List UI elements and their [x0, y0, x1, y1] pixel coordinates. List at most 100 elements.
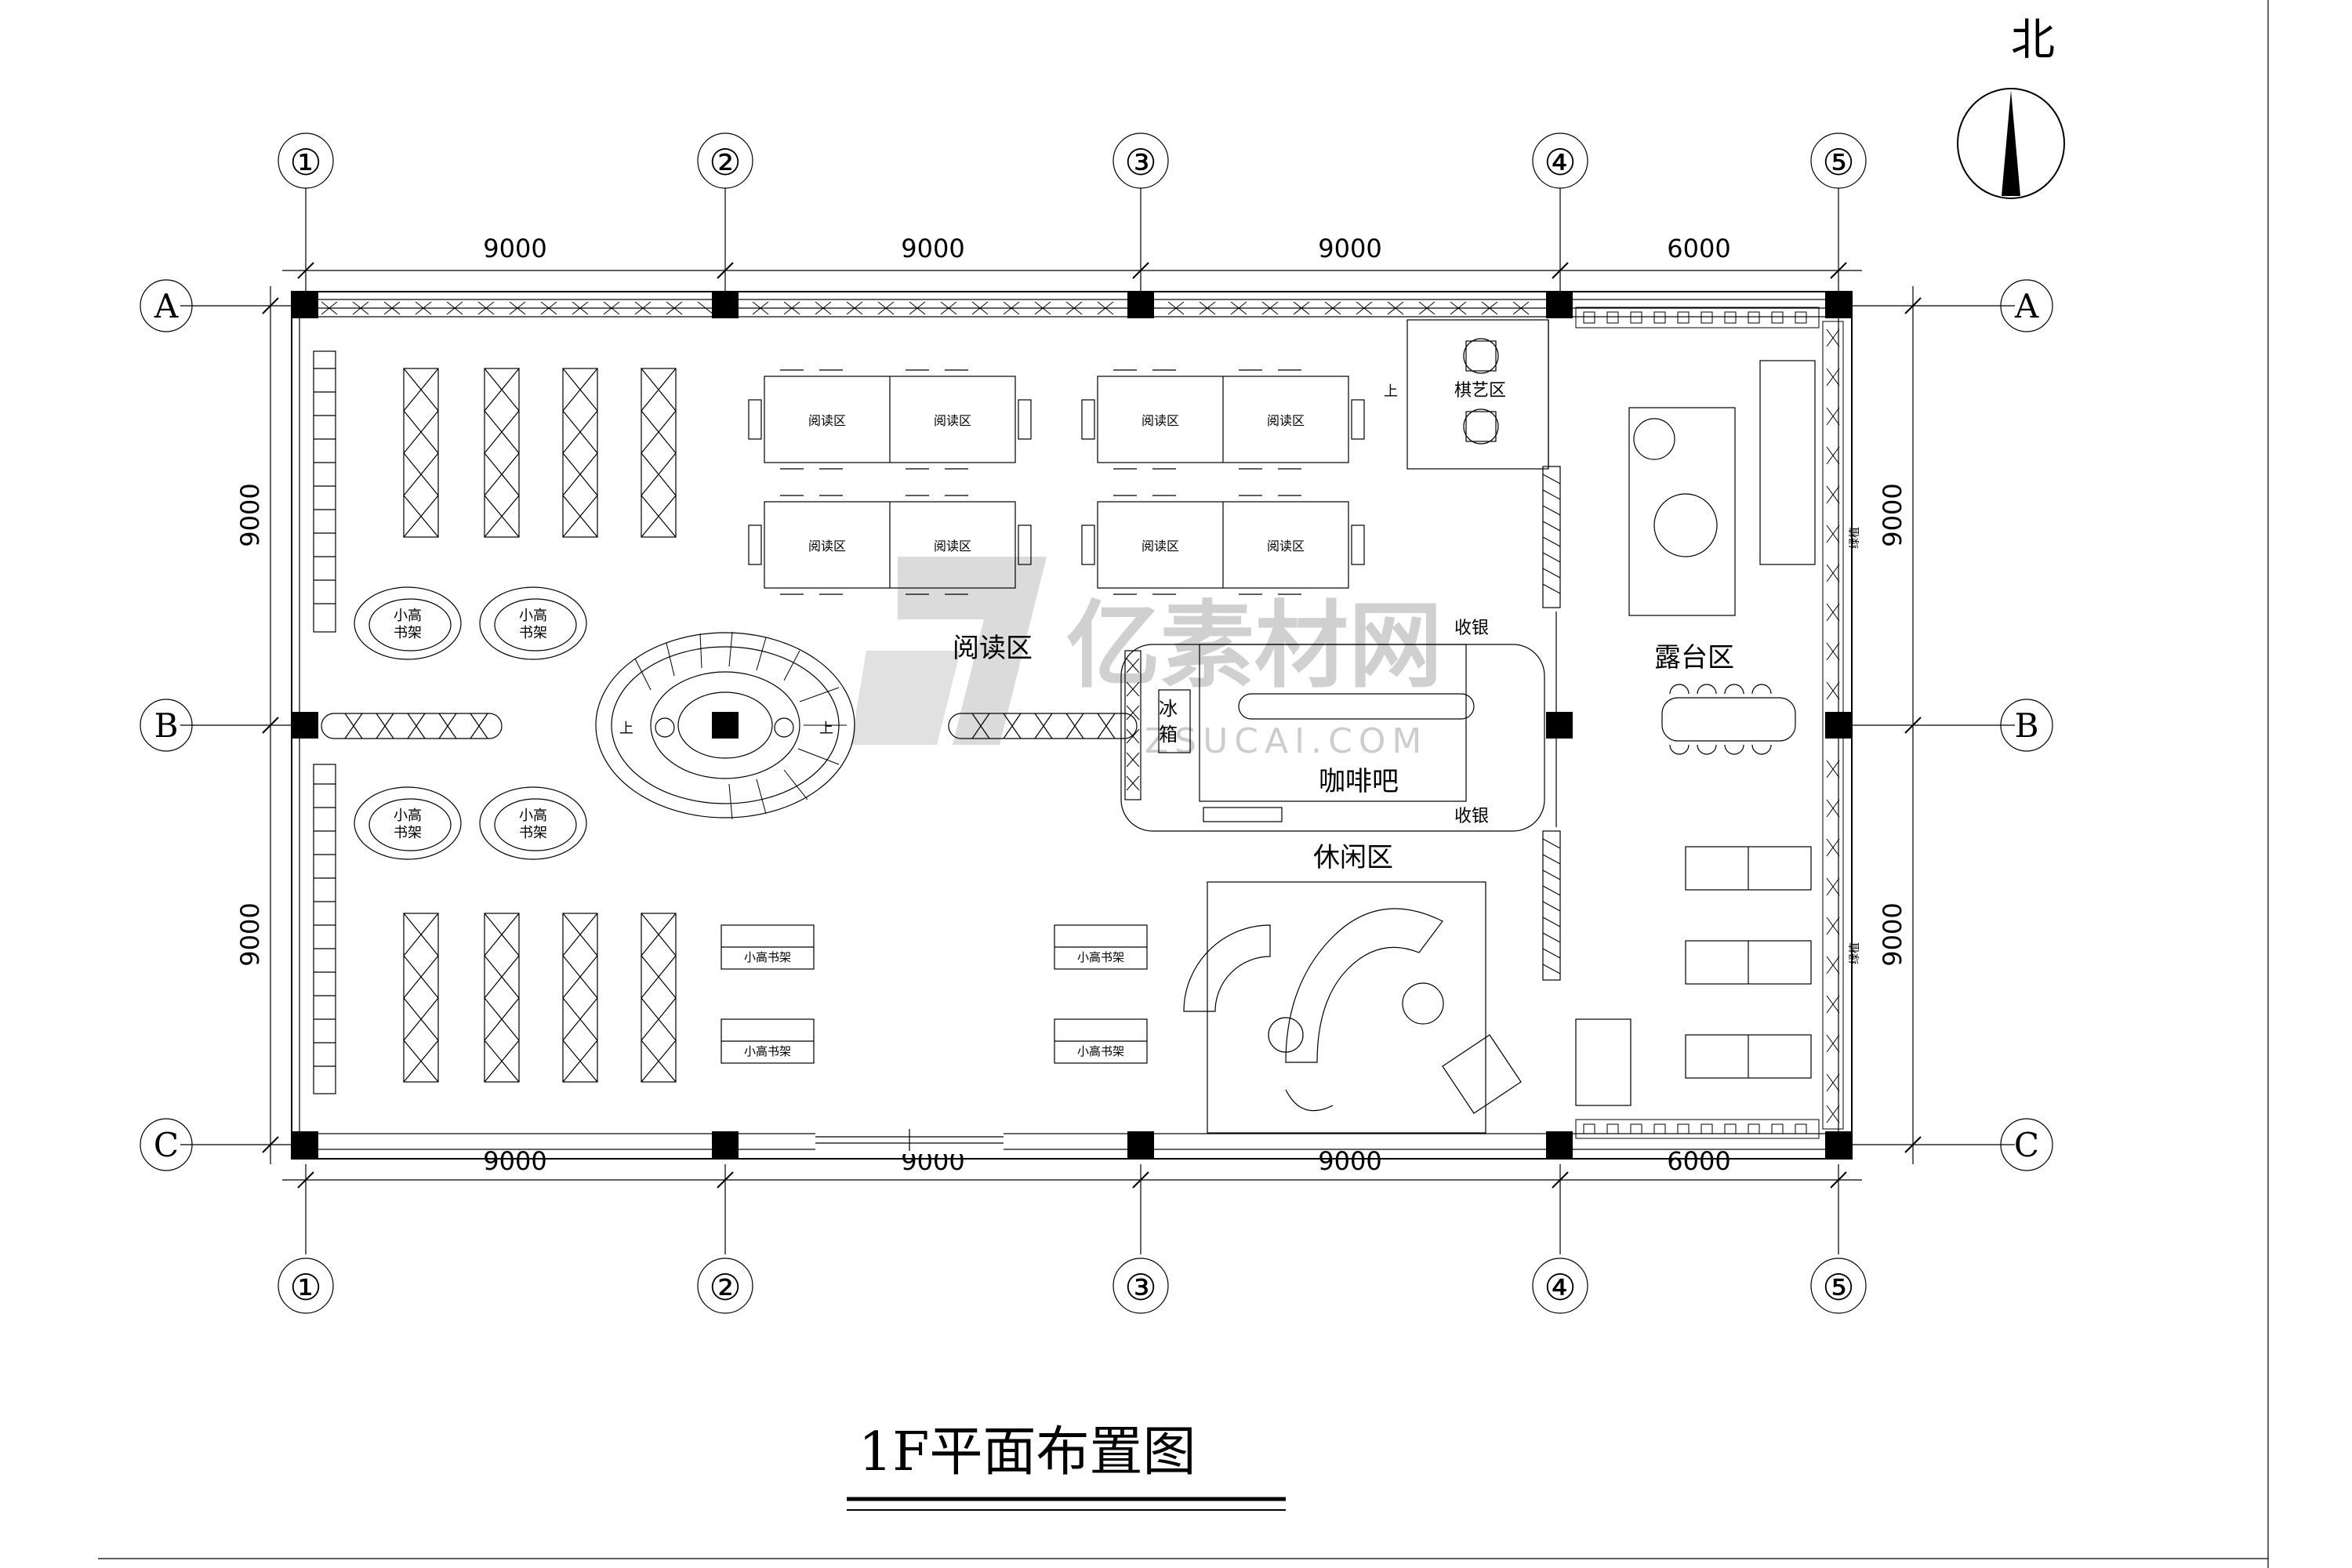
- fridge-label-2: 箱: [1159, 724, 1178, 746]
- svg-text:小高: 小高: [394, 808, 422, 824]
- zone-label-chess: 棋艺区: [1454, 381, 1506, 401]
- grid-bubble-col-5-top: ⑤: [1810, 132, 1867, 189]
- watermark-url: ZSUCAI.COM: [1145, 721, 1428, 761]
- dim-top-2: 9000: [901, 234, 964, 263]
- grid-bubble-row-c-left: C: [140, 1118, 193, 1171]
- terrace-planters: [1575, 307, 1844, 1139]
- grid-bubble-col-1-top: ①: [278, 132, 334, 189]
- svg-text:书架: 书架: [394, 625, 422, 641]
- structural-columns: [292, 292, 1852, 1158]
- svg-text:阅读区: 阅读区: [1267, 413, 1305, 428]
- svg-text:①: ①: [289, 1266, 321, 1308]
- svg-text:小高书架: 小高书架: [1077, 1044, 1124, 1058]
- dim-bottom-4: 6000: [1667, 1146, 1730, 1176]
- svg-text:小高: 小高: [519, 608, 547, 624]
- reading-table-3: 阅读区 阅读区: [748, 495, 1032, 595]
- leisure-lounge: [1183, 881, 1522, 1134]
- small-shelf-nw-2: 小高 书架: [479, 586, 587, 660]
- dim-left-1: 9000: [235, 483, 265, 546]
- svg-text:②: ②: [709, 141, 741, 183]
- dim-left-2: 9000: [235, 902, 265, 966]
- svg-text:小高书架: 小高书架: [744, 1044, 791, 1058]
- drawing-title-block: 1F平面布置图: [847, 1421, 1286, 1511]
- low-bookshelves: 小高书架 小高书架 小高书架 小高书架: [720, 924, 1148, 1064]
- svg-text:阅读区: 阅读区: [934, 539, 971, 554]
- reading-table-2: 阅读区 阅读区: [1081, 369, 1365, 470]
- svg-text:阅读区: 阅读区: [808, 413, 846, 428]
- central-spiral-stair: 上 上: [595, 631, 855, 820]
- terrace-furniture: [1575, 360, 1816, 1106]
- svg-text:书架: 书架: [519, 825, 547, 841]
- zone-label-cafe: 咖啡吧: [1319, 766, 1399, 797]
- planter-label-1: 绿植: [1849, 527, 1861, 549]
- stair-up-mark-left: 上: [619, 720, 633, 737]
- svg-text:④: ④: [1544, 1266, 1576, 1308]
- dimension-ticks: [262, 262, 1922, 1189]
- grid-bubble-row-a-right: A: [2000, 279, 2053, 332]
- north-label: 北: [2011, 15, 2055, 66]
- dim-right-1: 9000: [1878, 483, 1907, 546]
- bookshelf-row-south: [403, 913, 677, 1083]
- chess-up-mark: 上: [1384, 383, 1398, 400]
- reading-tables: 阅读区 阅读区 阅读区 阅读区 阅读区 阅读区 阅读区 阅读区: [748, 369, 1365, 595]
- planter-label-2: 绿植: [1849, 942, 1861, 964]
- low-shelf-1: 小高书架: [720, 924, 815, 970]
- svg-text:③: ③: [1124, 141, 1156, 183]
- svg-text:⑤: ⑤: [1822, 1266, 1854, 1308]
- reading-table-4: 阅读区 阅读区: [1081, 495, 1365, 595]
- fridge-label-1: 冰: [1159, 698, 1178, 720]
- svg-text:小高: 小高: [394, 608, 422, 624]
- svg-text:小高: 小高: [519, 808, 547, 824]
- small-shelf-nw-1: 小高 书架: [354, 586, 462, 660]
- dim-right-2: 9000: [1878, 902, 1907, 966]
- small-shelf-sw-2: 小高 书架: [479, 786, 587, 860]
- cashier-label-top: 收银: [1454, 619, 1489, 638]
- grid-lines: [180, 188, 2015, 1254]
- low-shelf-3: 小高书架: [720, 1018, 815, 1064]
- watermark: 亿素材网 ZSUCAI.COM: [851, 557, 1443, 761]
- svg-text:阅读区: 阅读区: [1142, 413, 1179, 428]
- cafe-bar: 冰 箱 收银 收银: [1120, 619, 1545, 832]
- svg-text:阅读区: 阅读区: [808, 539, 846, 554]
- cashier-label-bottom: 收银: [1454, 807, 1489, 826]
- wall-bookshelf-south: [313, 764, 336, 1094]
- north-arrow-icon: [2002, 90, 2020, 196]
- grid-bubble-row-c-right: C: [2000, 1118, 2053, 1171]
- dim-top-1: 9000: [483, 234, 546, 263]
- terrace-planter-labels: 绿植 绿植: [1849, 527, 1861, 964]
- grid-bubble-col-4-bottom: ④: [1532, 1258, 1588, 1314]
- grid-bubble-row-b-right: B: [2000, 699, 2053, 752]
- watermark-brand: 亿素材网: [1066, 592, 1443, 701]
- svg-text:阅读区: 阅读区: [1267, 539, 1305, 554]
- small-shelf-sw-1: 小高 书架: [354, 786, 462, 860]
- dim-top-3: 9000: [1318, 234, 1381, 263]
- stair-up-mark-right: 上: [819, 720, 833, 737]
- zone-label-leisure: 休闲区: [1313, 842, 1393, 873]
- grid-bubble-col-3-top: ③: [1112, 132, 1169, 189]
- svg-text:阅读区: 阅读区: [1142, 539, 1179, 554]
- reading-table-1: 阅读区 阅读区: [748, 369, 1032, 470]
- zone-label-terrace: 露台区: [1654, 642, 1734, 673]
- watermark-logo: [851, 557, 1047, 745]
- zone-labels: 阅读区 咖啡吧 休闲区 露台区: [953, 633, 1734, 873]
- low-shelf-2: 小高书架: [1054, 924, 1148, 970]
- dim-bottom-1: 9000: [483, 1146, 546, 1176]
- north-arrow: 北: [1957, 15, 2065, 199]
- north-window-hatch: [321, 301, 1530, 315]
- grid-bubbles: ① ② ③ ④ ⑤ ① ② ③ ④ ⑤ A B C A B C: [140, 132, 2053, 1314]
- grid-bubble-col-2-bottom: ②: [697, 1258, 753, 1314]
- zone-label-reading: 阅读区: [953, 633, 1033, 664]
- svg-text:小高书架: 小高书架: [1077, 950, 1124, 964]
- svg-text:书架: 书架: [519, 625, 547, 641]
- grid-bubble-col-2-top: ②: [697, 132, 753, 189]
- grid-bubble-col-3-bottom: ③: [1112, 1258, 1169, 1314]
- svg-text:①: ①: [289, 141, 321, 183]
- svg-text:书架: 书架: [394, 825, 422, 841]
- svg-text:④: ④: [1544, 141, 1576, 183]
- svg-text:A: A: [2014, 287, 2039, 325]
- wall-bookshelf-north: [313, 350, 336, 633]
- central-shelf-bars: [321, 713, 1138, 739]
- svg-text:C: C: [2014, 1126, 2039, 1164]
- svg-text:小高书架: 小高书架: [744, 950, 791, 964]
